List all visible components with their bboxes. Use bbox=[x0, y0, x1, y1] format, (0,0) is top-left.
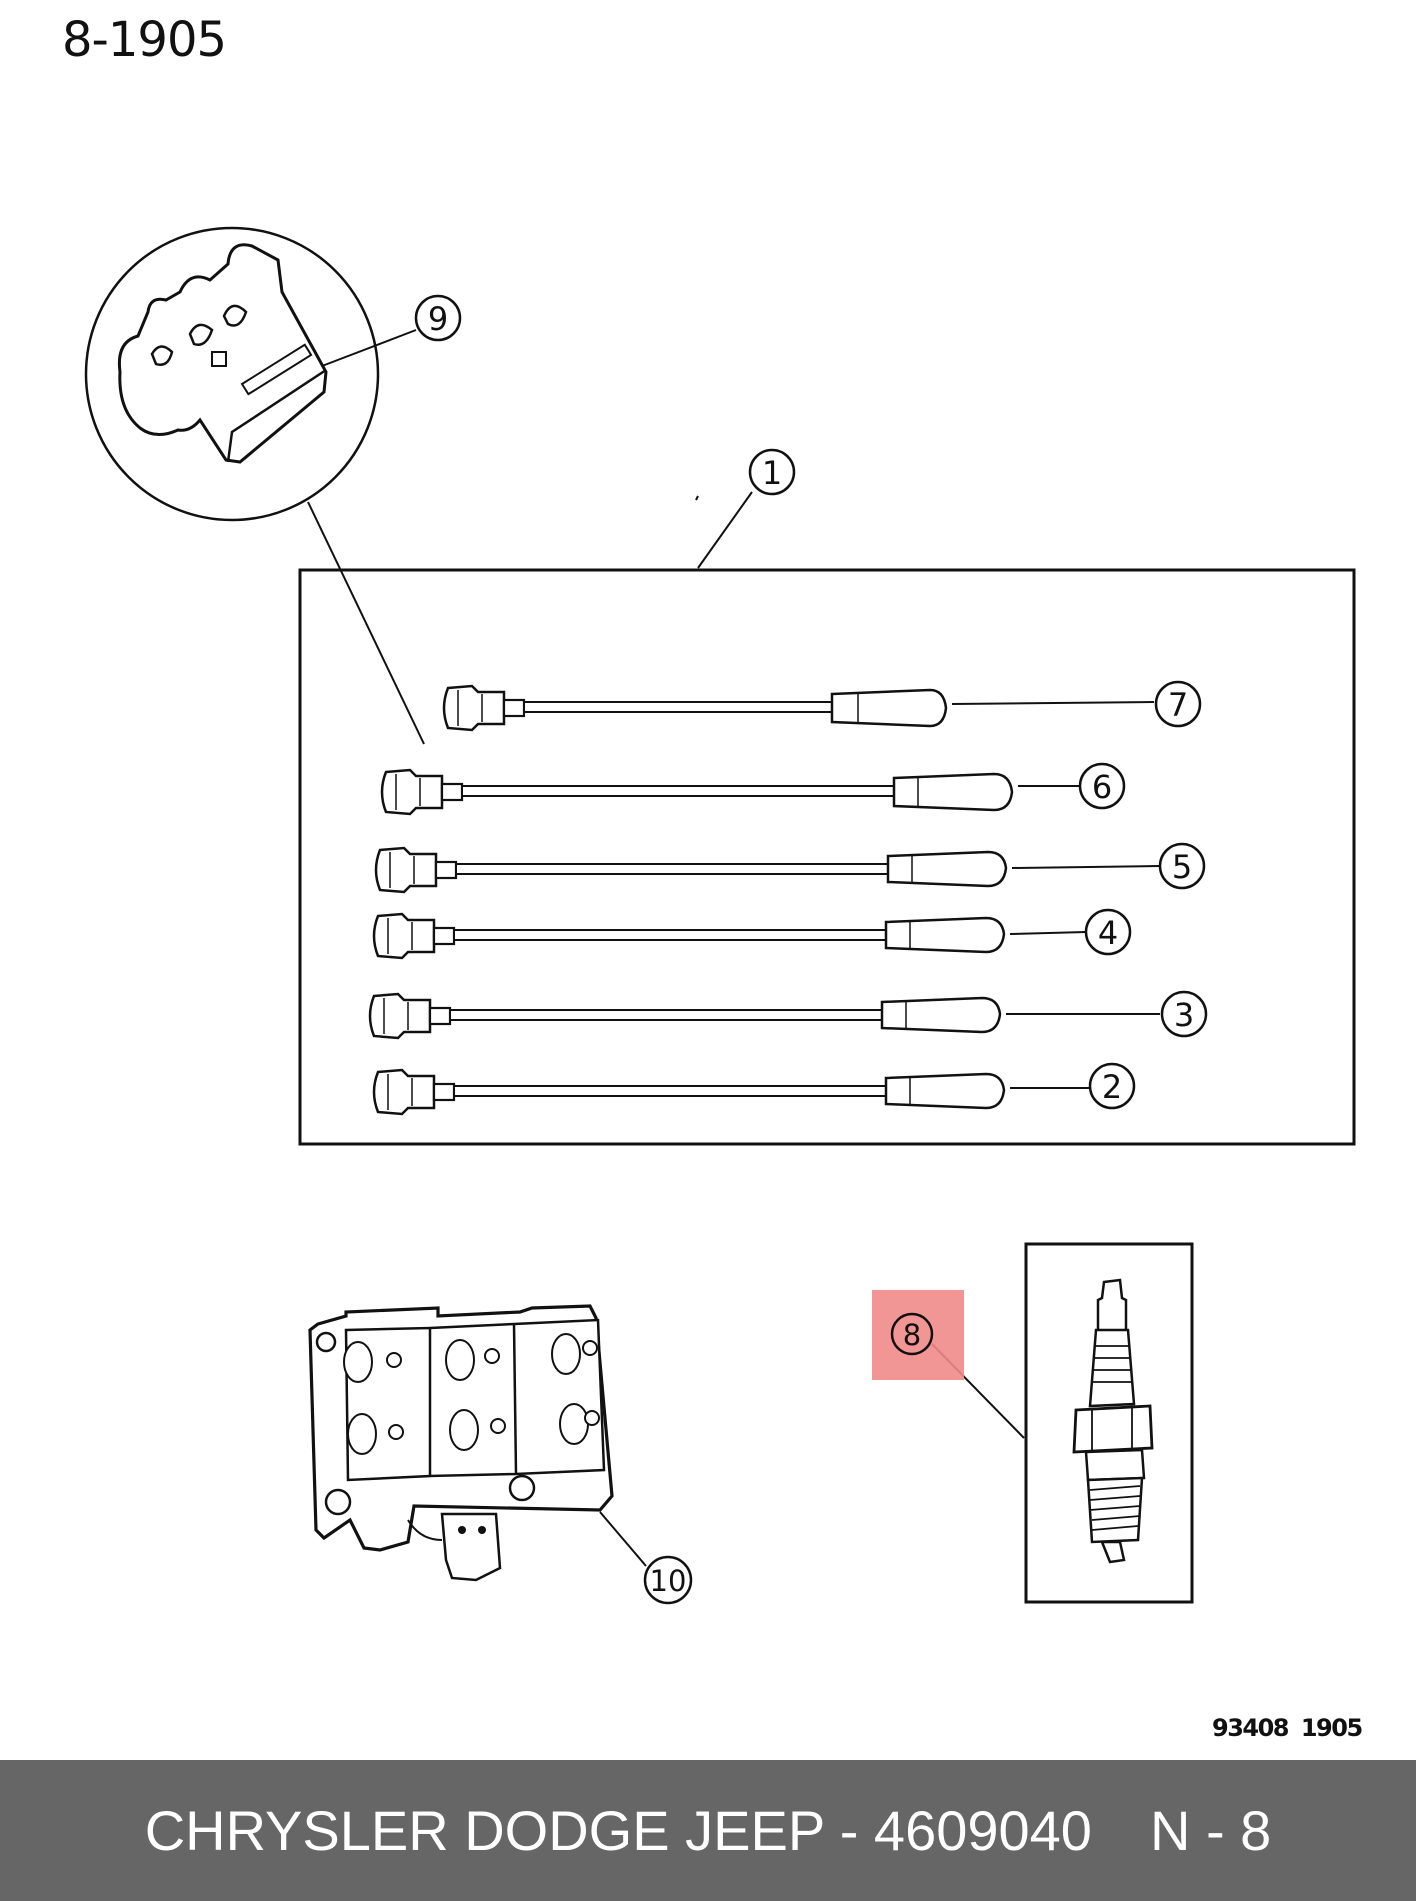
svg-text:9: 9 bbox=[428, 300, 448, 338]
callout-9: 9 bbox=[321, 294, 462, 367]
svg-text:3: 3 bbox=[1174, 996, 1194, 1034]
footer-text: CHRYSLER DODGE JEEP - 4609040 N - 8 bbox=[0, 1760, 1416, 1901]
wire-6 bbox=[380, 768, 1080, 816]
clip-detail-circle bbox=[84, 226, 425, 745]
wire-5 bbox=[374, 846, 1161, 894]
svg-text:4: 4 bbox=[1098, 914, 1118, 952]
callout-5: 5 bbox=[1158, 842, 1206, 890]
page-code: 8-1905 bbox=[62, 12, 227, 68]
callout-8: 8 bbox=[872, 1290, 964, 1380]
callout-10: 10 bbox=[643, 1555, 693, 1605]
callout-3: 3 bbox=[1160, 990, 1208, 1038]
svg-text:2: 2 bbox=[1102, 1068, 1122, 1106]
svg-text:7: 7 bbox=[1168, 686, 1188, 724]
callout-4: 4 bbox=[1084, 908, 1132, 956]
svg-text:10: 10 bbox=[650, 1564, 687, 1598]
wire-set-box bbox=[298, 568, 1356, 1146]
svg-text:1: 1 bbox=[762, 454, 782, 492]
wire-3 bbox=[368, 992, 1160, 1040]
svg-text:8: 8 bbox=[903, 1318, 921, 1352]
callout-1: 1 bbox=[695, 448, 796, 569]
parts-diagram: 9 1 7 6 5 bbox=[84, 226, 1356, 1605]
callout-2: 2 bbox=[1088, 1062, 1136, 1110]
callout-6: 6 bbox=[1078, 762, 1126, 810]
ignition-coil-pack bbox=[308, 1304, 647, 1582]
wire-7 bbox=[442, 684, 1155, 732]
spark-plug bbox=[931, 1278, 1154, 1564]
wire-4 bbox=[372, 912, 1087, 960]
svg-text:6: 6 bbox=[1092, 768, 1112, 806]
footer-position: N - 8 bbox=[1149, 1799, 1272, 1862]
spark-plug-box bbox=[1024, 1242, 1194, 1604]
wire-2 bbox=[372, 1068, 1090, 1116]
reference-code: 93408 1905 bbox=[1212, 1714, 1363, 1742]
callout-7: 7 bbox=[1154, 680, 1202, 728]
footer-part-number: CHRYSLER DODGE JEEP - 4609040 bbox=[144, 1799, 1092, 1862]
footer-bar: CHRYSLER DODGE JEEP - 4609040 N - 8 bbox=[0, 1760, 1416, 1901]
highlight-box bbox=[872, 1290, 964, 1380]
svg-text:5: 5 bbox=[1172, 848, 1192, 886]
